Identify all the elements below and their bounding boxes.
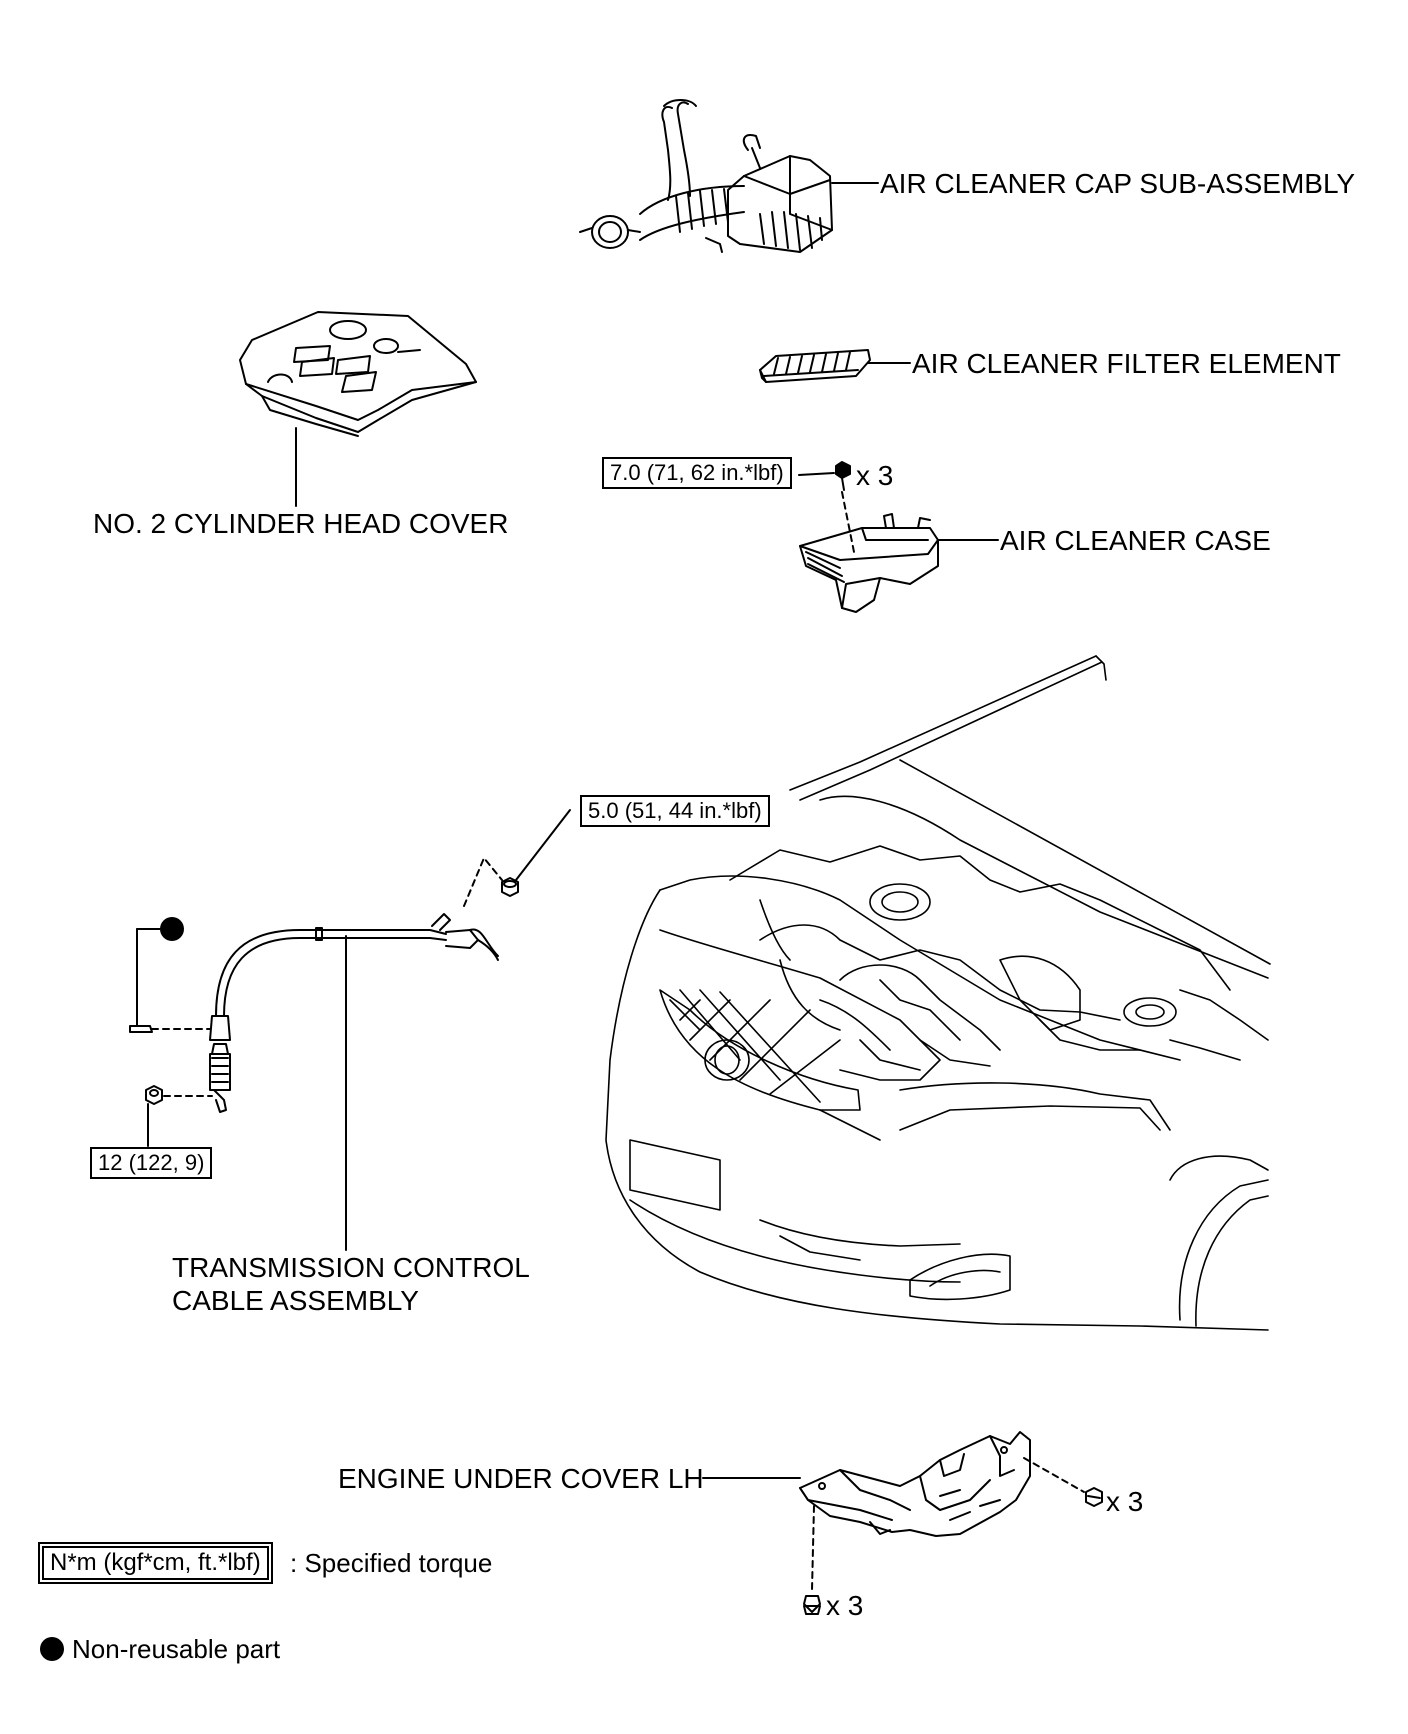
transmission-cable-illustration [209,913,499,1113]
cable-bottom-torque-box: 12 (122, 9) [90,1147,213,1179]
under-cover-bolt-dash [1023,1457,1085,1493]
air-cleaner-filter-label: AIR CLEANER FILTER ELEMENT [912,348,1341,379]
cable-top-torque-box: 5.0 (51, 44 in.*lbf) [580,795,770,827]
under-cover-bolt-quantity: x 3 [1106,1486,1144,1517]
cable-top-nut-dash [463,857,503,907]
case-bolt-quantity: x 3 [856,460,894,491]
under-cover-clip-dash [811,1505,815,1591]
legend-torque-desc: : Specified torque [290,1548,493,1578]
transmission-cable-label-line2: CABLE ASSEMBLY [172,1285,419,1316]
transmission-cable-label-line1: TRANSMISSION CONTROL [172,1252,530,1283]
under-cover-clip-quantity: x 3 [826,1590,864,1621]
case-torque-leader [798,472,835,476]
cable-pin-icon [129,1025,153,1033]
legend-torque-unit: N*m (kgf*cm, ft.*lbf) [42,1546,269,1580]
case-bolt-dash [841,491,855,553]
case-torque-box: 7.0 (71, 62 in.*lbf) [602,457,792,489]
engine-under-cover-label: ENGINE UNDER COVER LH [338,1463,704,1494]
cylinder-head-cover-label: NO. 2 CYLINDER HEAD COVER [93,508,509,539]
air-cleaner-case-illustration [799,513,939,613]
air-cleaner-cap-label: AIR CLEANER CAP SUB-ASSEMBLY [880,168,1356,199]
under-cover-bolt-icon [1085,1487,1103,1507]
case-bolt-icon [835,461,851,491]
cable-top-nut-icon [501,877,519,897]
legend-torque-box: N*m (kgf*cm, ft.*lbf) [38,1542,273,1584]
cable-top-torque-leader [515,809,571,881]
under-cover-clip-icon [803,1595,821,1615]
non-reusable-marker-icon [160,917,184,941]
air-cleaner-cap-illustration [579,99,833,253]
cylinder-head-cover-illustration [239,311,477,437]
engine-under-cover-illustration [799,1431,1031,1537]
vehicle-illustration [605,655,1271,1331]
legend-non-reusable-text: Non-reusable part [72,1634,281,1664]
cable-bottom-nut-icon [145,1085,163,1105]
legend-non-reusable-icon [40,1637,64,1661]
air-cleaner-filter-illustration [759,349,871,383]
air-cleaner-case-label: AIR CLEANER CASE [1000,525,1271,556]
